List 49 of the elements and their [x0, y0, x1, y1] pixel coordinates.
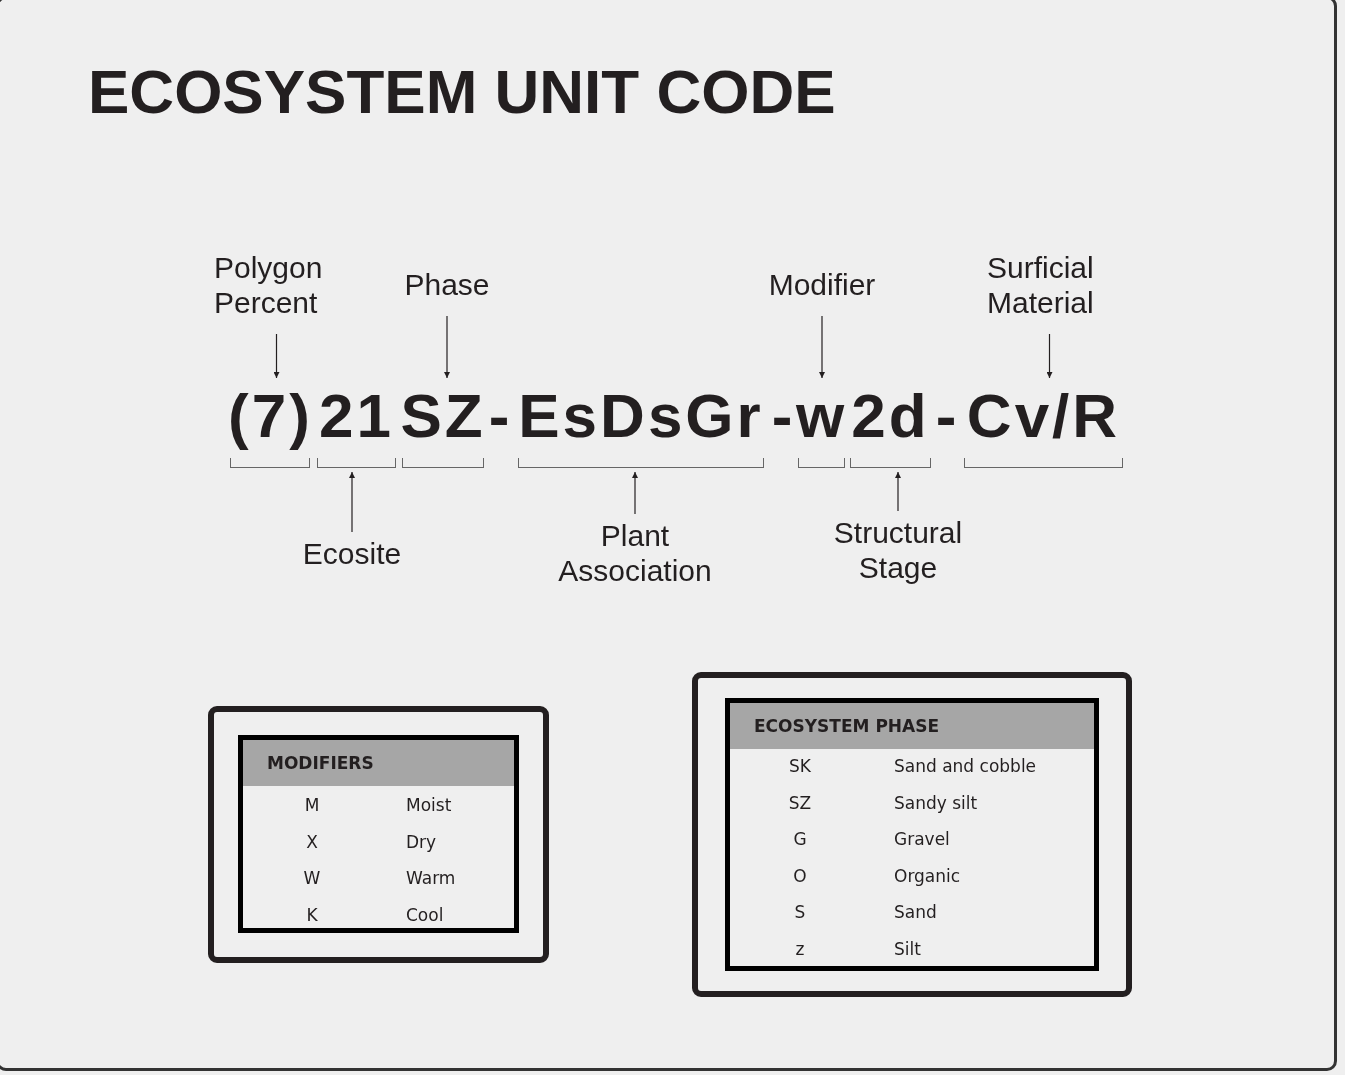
arrow [273, 333, 280, 379]
table-cell: Sand [894, 901, 937, 923]
table-cell: Cool [406, 903, 444, 926]
code-segment: Cv/R [962, 380, 1125, 472]
code-separator: - [770, 380, 794, 452]
code-segment: 2d [848, 380, 933, 472]
table-header: MODIFIERS [243, 740, 514, 786]
table-cell: G [793, 828, 807, 850]
table-header: ECOSYSTEM PHASE [730, 703, 1094, 749]
part-label: Modifier [760, 267, 884, 302]
part-label: Polygon Percent [214, 250, 339, 320]
code-segment: EsDsGr [516, 380, 766, 472]
table-cell: Gravel [894, 828, 950, 850]
table-cell: Warm [406, 867, 456, 889]
part-label: Surficial Material [987, 250, 1112, 320]
part-label: Structural Stage [822, 515, 974, 585]
table-cell: O [793, 864, 807, 887]
part-label: Ecosite [294, 536, 410, 571]
table-cell: W [303, 867, 321, 889]
table-cell: Sand and cobble [894, 755, 1037, 777]
arrow [819, 315, 825, 379]
code-segment: w [796, 380, 847, 472]
table-cell: SZ [788, 791, 812, 814]
code-segment: SZ [400, 380, 486, 472]
table-cell: M [304, 794, 320, 816]
code-segment: (7) [228, 380, 312, 472]
arrow [1046, 333, 1053, 379]
table-cell: Moist [406, 794, 452, 816]
part-label: Plant Association [546, 518, 724, 588]
diagram-title: ECOSYSTEM UNIT CODE [88, 56, 836, 127]
table-cell: Sandy silt [894, 791, 978, 814]
legend-table [238, 735, 519, 933]
code-separator: - [487, 380, 511, 452]
arrow [632, 471, 638, 515]
table-cell: Silt [894, 937, 921, 960]
table-cell: Organic [894, 864, 961, 887]
arrow [349, 471, 355, 533]
arrow [444, 315, 450, 379]
legend-table [725, 698, 1099, 971]
table-cell: X [306, 830, 318, 853]
code-segment: 21 [315, 380, 398, 472]
table-cell: K [306, 903, 318, 926]
code-separator: - [934, 380, 958, 452]
table-cell: S [794, 901, 806, 923]
arrow [895, 471, 901, 512]
table-cell: SK [789, 755, 811, 777]
table-cell: Dry [406, 830, 437, 853]
part-label: Phase [398, 267, 496, 302]
table-cell: z [795, 937, 805, 960]
